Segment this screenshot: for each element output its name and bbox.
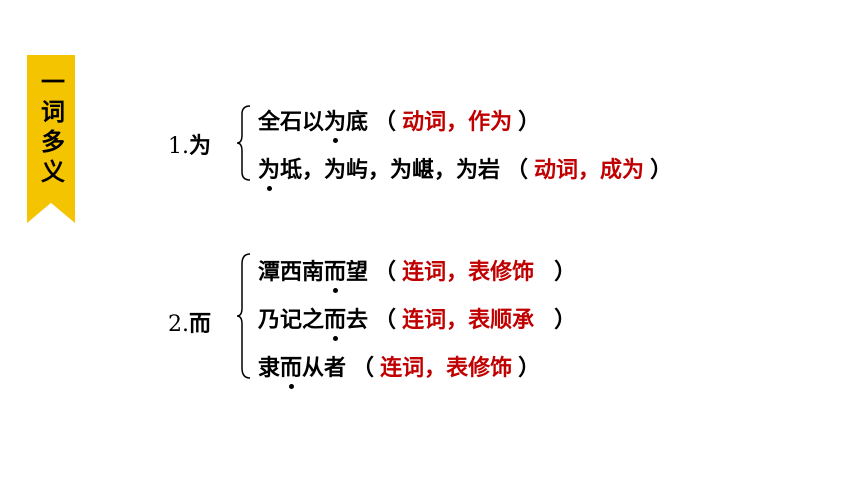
- group-char: 而: [189, 312, 212, 337]
- line-text: 全石以: [258, 110, 325, 135]
- line-text: 乃记之: [258, 308, 325, 333]
- line-text: 坻，为屿，为嵁，为岩: [280, 158, 501, 183]
- gloss: 动词，成为: [534, 158, 645, 183]
- dotted-char: 而: [324, 254, 346, 293]
- section-title: 一词多义: [36, 69, 66, 189]
- line-text: 望: [346, 260, 369, 285]
- group2-line-1: 潭西南而望（连词，表修饰 ）: [258, 254, 582, 293]
- close-paren: ）: [518, 356, 541, 381]
- brace-2: [236, 253, 251, 379]
- group-char: 为: [189, 134, 212, 159]
- close-paren: ）: [518, 110, 541, 135]
- group1-line-1: 全石以为底（动词，作为）: [258, 104, 546, 143]
- dotted-char: 为: [324, 104, 346, 143]
- section-ribbon: 一词多义: [27, 55, 75, 223]
- open-paren: （: [506, 158, 529, 183]
- open-paren: （: [374, 308, 397, 333]
- group2-line-2: 乃记之而去（连词，表顺承 ）: [258, 302, 582, 341]
- line-text: 去: [346, 308, 369, 333]
- group-label-1: 1.为: [168, 128, 211, 160]
- dotted-char: 而: [324, 302, 346, 341]
- gloss: 连词，表修饰: [380, 356, 513, 381]
- line-text: 潭西南: [258, 260, 325, 285]
- close-paren: ）: [554, 260, 577, 285]
- dotted-char: 为: [258, 152, 280, 191]
- line-text: 从者: [302, 356, 347, 381]
- brace-1: [236, 105, 251, 181]
- group2-line-3: 隶而从者（连词，表修饰）: [258, 350, 546, 389]
- gloss: 连词，表顺承: [402, 308, 535, 333]
- gloss: 连词，表修饰: [402, 260, 535, 285]
- open-paren: （: [374, 110, 397, 135]
- line-text: 底: [346, 110, 369, 135]
- line-text: 隶: [258, 356, 281, 381]
- group-number: 1.: [168, 134, 189, 159]
- open-paren: （: [374, 260, 397, 285]
- group-label-2: 2.而: [168, 306, 211, 338]
- close-paren: ）: [554, 308, 577, 333]
- close-paren: ）: [650, 158, 673, 183]
- dotted-char: 而: [280, 350, 302, 389]
- gloss: 动词，作为: [402, 110, 513, 135]
- open-paren: （: [352, 356, 375, 381]
- group-number: 2.: [168, 312, 189, 337]
- group1-line-2: 为坻，为屿，为嵁，为岩（动词，成为）: [258, 152, 678, 191]
